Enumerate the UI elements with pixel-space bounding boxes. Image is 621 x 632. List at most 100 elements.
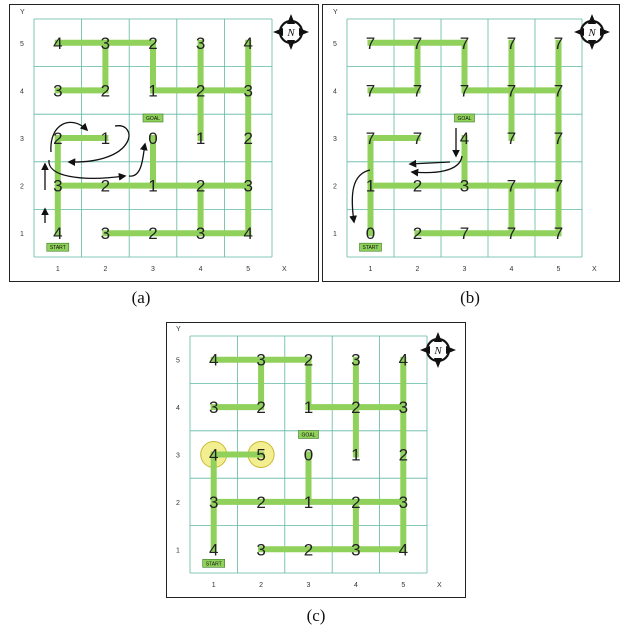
cell-value: 3 <box>256 351 265 370</box>
cell-value: 3 <box>101 34 110 53</box>
y-tick-label: 5 <box>20 41 24 48</box>
caption-b: (b) <box>460 288 480 307</box>
y-axis-label: Y <box>333 9 338 16</box>
cell-value: 4 <box>399 540 408 559</box>
cell-value: 2 <box>101 81 110 100</box>
cell-value: 0 <box>366 224 375 243</box>
cell-value: 3 <box>101 224 110 243</box>
cell-value: 0 <box>304 446 313 465</box>
cell-value: 7 <box>413 129 422 148</box>
cell-value: 7 <box>460 34 469 53</box>
x-tick-label: 4 <box>510 266 514 273</box>
start-label: START <box>363 245 379 251</box>
cell-value: 2 <box>243 129 252 148</box>
cell-value: 3 <box>351 351 360 370</box>
cell-value: 7 <box>554 81 563 100</box>
cell-value: 3 <box>196 224 205 243</box>
cell-value: 2 <box>196 177 205 196</box>
y-tick-label: 4 <box>176 405 180 412</box>
move-arrow <box>349 169 371 224</box>
cell-value: 1 <box>351 446 360 465</box>
cell-value: 3 <box>351 540 360 559</box>
cell-value: 3 <box>53 81 62 100</box>
caption-a: (a) <box>131 288 151 307</box>
cell-value: 1 <box>304 493 313 512</box>
grid <box>33 18 273 258</box>
cell-value: 7 <box>366 34 375 53</box>
cell-value: 4 <box>209 540 218 559</box>
x-tick-label: 2 <box>416 266 420 273</box>
compass-north-label: N <box>587 27 596 39</box>
cell-value: 1 <box>148 177 157 196</box>
y-tick-label: 3 <box>333 136 337 143</box>
x-tick-label: 4 <box>199 266 203 273</box>
cell-value: 2 <box>53 129 62 148</box>
x-tick-label: 1 <box>56 266 60 273</box>
x-axis-label: X <box>282 266 287 273</box>
x-tick-label: 3 <box>307 582 311 589</box>
cell-value: 5 <box>256 446 265 465</box>
goal-label: GOAL <box>458 116 472 122</box>
cell-value: 2 <box>148 224 157 243</box>
y-tick-label: 2 <box>176 500 180 507</box>
goal-tag <box>454 113 475 123</box>
y-tick-label: 1 <box>176 547 180 554</box>
start-tag <box>46 242 70 252</box>
cell-value: 7 <box>507 224 516 243</box>
x-tick-label: 2 <box>103 266 107 273</box>
compass-icon: N <box>273 14 309 50</box>
x-tick-label: 1 <box>369 266 373 273</box>
cell-value: 1 <box>148 81 157 100</box>
cell-value: 7 <box>366 81 375 100</box>
cell-value: 2 <box>351 398 360 417</box>
cell-value: 7 <box>460 224 469 243</box>
goal-tag <box>142 113 164 123</box>
cell-value: 2 <box>196 81 205 100</box>
goal-label: GOAL <box>146 116 160 122</box>
cell-value: 7 <box>507 129 516 148</box>
compass-icon: N <box>574 14 610 50</box>
y-tick-label: 2 <box>333 184 337 191</box>
cell-value: 7 <box>413 81 422 100</box>
x-axis-label: X <box>437 582 442 589</box>
cell-value: 1 <box>101 129 110 148</box>
x-tick-label: 3 <box>463 266 467 273</box>
move-arrow <box>67 125 130 167</box>
cell-value: 4 <box>53 34 62 53</box>
y-axis-label: Y <box>176 326 181 333</box>
cell-value: 2 <box>413 224 422 243</box>
move-arrow <box>128 142 148 177</box>
cell-value: 3 <box>53 177 62 196</box>
cell-value: 1 <box>196 129 205 148</box>
start-label: START <box>50 245 66 251</box>
x-tick-label: 5 <box>401 582 405 589</box>
caption-c: (c) <box>306 606 326 625</box>
cell-value: 3 <box>209 493 218 512</box>
cell-value: 3 <box>460 177 469 196</box>
x-tick-label: 5 <box>246 266 250 273</box>
move-arrow <box>408 159 451 168</box>
cell-value: 4 <box>209 351 218 370</box>
y-tick-label: 1 <box>333 231 337 238</box>
cell-value: 2 <box>351 493 360 512</box>
maze-paths <box>210 356 407 553</box>
cell-value: 4 <box>243 224 252 243</box>
cell-value: 4 <box>399 351 408 370</box>
move-arrow <box>48 159 127 181</box>
x-tick-label: 4 <box>354 582 358 589</box>
y-tick-label: 2 <box>20 184 24 191</box>
cell-value: 3 <box>243 81 252 100</box>
x-tick-label: 1 <box>212 582 216 589</box>
cell-value: 7 <box>554 129 563 148</box>
goal-tag <box>298 430 319 439</box>
goal-label: GOAL <box>302 433 316 439</box>
cell-value: 4 <box>209 446 218 465</box>
start-tag <box>202 559 226 568</box>
cell-value: 3 <box>399 493 408 512</box>
x-axis-label: X <box>592 266 597 273</box>
